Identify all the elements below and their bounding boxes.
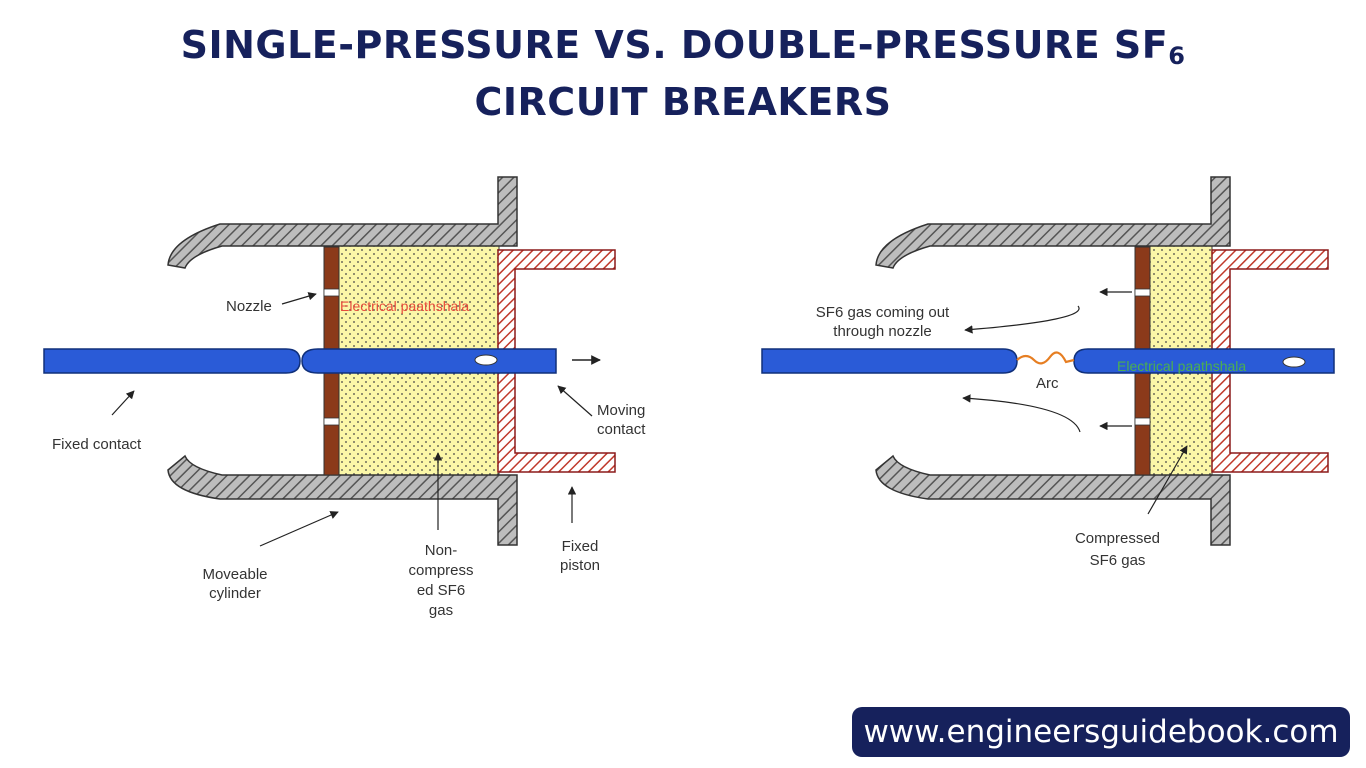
label-gas-line-4: gas xyxy=(428,602,454,619)
arrow-cylinder xyxy=(259,511,339,547)
cylinder-bottom-wall-right xyxy=(875,454,1231,546)
cylinder-top-wall-right xyxy=(875,176,1231,269)
title-line-1: SINGLE-PRESSURE VS. DOUBLE-PRESSURE SF xyxy=(180,23,1169,67)
watermark-left: Electrical paathshala xyxy=(340,298,470,314)
label-gas-line-1: Non- xyxy=(424,542,458,559)
label-gas-line-3: ed SF6 xyxy=(416,582,466,599)
label-fixed-contact: Fixed contact xyxy=(52,436,142,453)
moving-contact-left xyxy=(301,348,557,374)
label-compressed-gas: Compressed SF6 gas xyxy=(1060,528,1175,572)
label-moving-contact-line-2: contact xyxy=(597,421,646,438)
label-compressed-line-2: SF6 gas xyxy=(1089,552,1146,569)
label-arc: Arc xyxy=(1036,375,1059,392)
label-fixed-piston: Fixed piston xyxy=(540,537,620,575)
title-subscript: 6 xyxy=(1168,42,1186,70)
arc-line xyxy=(1016,351,1075,365)
title-line-2: CIRCUIT BREAKERS xyxy=(474,80,892,124)
watermark-right: Electrical paathshala xyxy=(1117,358,1247,374)
label-moveable-cylinder: Moveable cylinder xyxy=(190,565,280,603)
label-nozzle: Nozzle xyxy=(226,298,272,315)
label-moveable-cylinder-line-2: cylinder xyxy=(209,585,261,602)
moving-contact-right xyxy=(1073,348,1335,374)
cylinder-bottom-wall-left xyxy=(167,454,518,546)
arrow-curve-top xyxy=(964,305,1080,334)
arrow-compressed xyxy=(1147,445,1188,515)
label-gas-out-line-1: SF6 gas coming out xyxy=(815,304,950,321)
arrow-moving-contact xyxy=(557,385,593,417)
double-pressure-breaker xyxy=(761,176,1335,546)
fixed-piston-left xyxy=(497,249,616,473)
fixed-piston-right xyxy=(1211,249,1329,473)
page-title: SINGLE-PRESSURE VS. DOUBLE-PRESSURE SF6 … xyxy=(0,22,1366,125)
fixed-contact-right xyxy=(761,348,1018,374)
label-gas-line-2: compress xyxy=(408,562,474,579)
label-non-compressed-gas: Non- compress ed SF6 gas xyxy=(396,541,486,621)
label-moving-contact-line-1: Moving xyxy=(597,402,646,419)
arrow-nozzle xyxy=(281,292,317,305)
label-compressed-line-1: Compressed xyxy=(1074,530,1161,547)
cylinder-top-wall-left xyxy=(167,176,518,269)
label-moving-contact: Moving contact xyxy=(597,401,645,439)
fixed-contact-left xyxy=(43,348,301,374)
label-moveable-cylinder-line-1: Moveable xyxy=(202,566,268,583)
single-pressure-breaker xyxy=(43,176,616,547)
label-gas-coming-out: SF6 gas coming out through nozzle xyxy=(795,303,970,341)
arrow-fixed-contact xyxy=(111,390,135,416)
website-badge: www.engineersguidebook.com xyxy=(852,707,1350,757)
label-fixed-piston-line-1: Fixed xyxy=(561,538,599,555)
arrow-curve-bottom xyxy=(962,394,1081,433)
label-fixed-piston-line-2: piston xyxy=(559,557,601,574)
label-gas-out-line-2: through nozzle xyxy=(833,323,932,340)
